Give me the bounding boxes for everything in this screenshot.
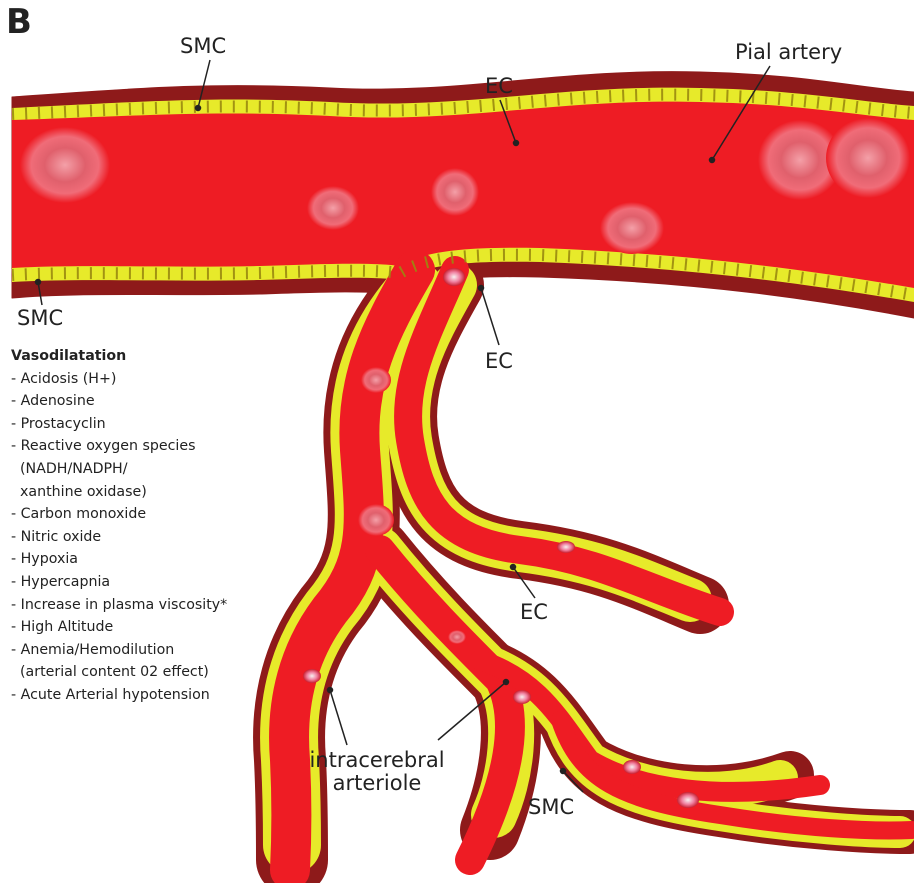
list-item: - Increase in plasma viscosity* [11,594,227,617]
blood-cell [361,367,391,393]
list-item: - Prostacyclin [11,413,227,436]
blood-cell [623,760,641,774]
label-smc-left: SMC [17,307,63,330]
leader-ec-mid [481,288,499,345]
label-smc-top: SMC [180,35,226,58]
list-item: - Adenosine [11,390,227,413]
label-smc-bottom: SMC [528,796,574,819]
leader-arteriole-a [330,690,347,745]
blood-cell [20,127,110,203]
list-item: - High Altitude [11,616,227,639]
blood-cell [677,792,699,808]
blood-cell [826,118,910,198]
blood-cell [513,690,531,704]
list-item: - Hypoxia [11,548,227,571]
blood-cell [600,202,664,254]
vasodilatation-items: - Acidosis (H+) - Adenosine - Prostacycl… [11,368,227,707]
list-item: - Acute Arterial hypotension [11,684,227,707]
blood-cell [307,186,359,230]
label-intracerebral-line2: arteriole [302,772,452,795]
list-item: - Hypercapnia [11,571,227,594]
blood-cell [303,669,321,683]
list-item: - Acidosis (H+) [11,368,227,391]
list-item: - Reactive oxygen species [11,435,227,458]
blood-cell [443,268,465,286]
vasodilatation-list: Vasodilatation - Acidosis (H+) - Adenosi… [11,345,227,707]
list-item: - Carbon monoxide [11,503,227,526]
label-pial-artery: Pial artery [735,41,842,64]
list-item: - Anemia/Hemodilution [11,639,227,662]
blood-cell [557,541,575,553]
label-ec-lower: EC [520,601,548,624]
label-intracerebral-arteriole: intracerebral arteriole [302,749,452,795]
vasodilatation-title: Vasodilatation [11,345,227,368]
blood-cell [358,504,394,536]
blood-cell [431,168,479,216]
panel-label: B [6,2,32,42]
list-item: xanthine oxidase) [11,481,227,504]
label-ec-middle: EC [485,350,513,373]
list-item: (arterial content 02 effect) [11,661,227,684]
blood-cell [448,630,466,644]
list-item: (NADH/NADPH/ [11,458,227,481]
label-ec-top: EC [485,75,513,98]
label-intracerebral-line1: intracerebral [302,749,452,772]
list-item: - Nitric oxide [11,526,227,549]
